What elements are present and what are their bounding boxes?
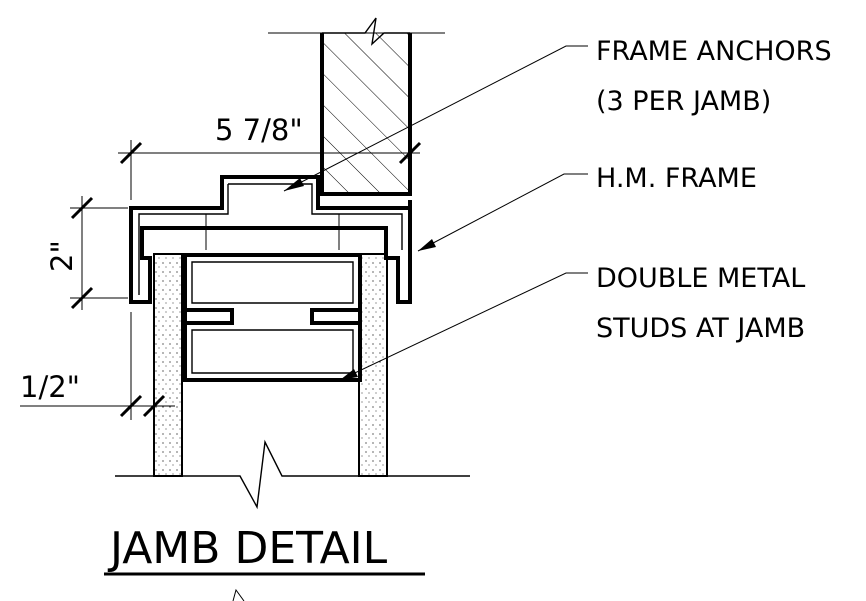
dimension-frame-width: [118, 140, 422, 200]
label-double-studs-line1: DOUBLE METAL: [596, 263, 805, 294]
leader-double-studs: [339, 272, 588, 381]
leader-hm-frame: [417, 173, 588, 252]
gypsum-board: [153, 253, 388, 477]
hm-frame: [129, 175, 412, 304]
label-frame-anchors-line2: (3 PER JAMB): [596, 86, 771, 117]
double-metal-studs: [183, 253, 362, 382]
label-frame-anchors-line1: FRAME ANCHORS: [596, 36, 832, 67]
masonry-wall: [268, 17, 445, 196]
dimension-text-frame-depth: 2": [45, 240, 79, 272]
dimension-frame-depth: [70, 196, 128, 310]
cropped-mark: [232, 588, 245, 601]
wall-break-line: [115, 439, 470, 510]
label-double-studs-line2: STUDS AT JAMB: [596, 313, 805, 344]
detail-title: JAMB DETAIL: [107, 523, 388, 574]
dimension-text-drywall: 1/2": [20, 370, 80, 404]
label-hm-frame: H.M. FRAME: [596, 163, 757, 194]
dimension-text-frame-width: 5 7/8": [215, 113, 303, 147]
dimension-drywall: [20, 312, 175, 420]
leader-frame-anchors: [283, 45, 588, 192]
